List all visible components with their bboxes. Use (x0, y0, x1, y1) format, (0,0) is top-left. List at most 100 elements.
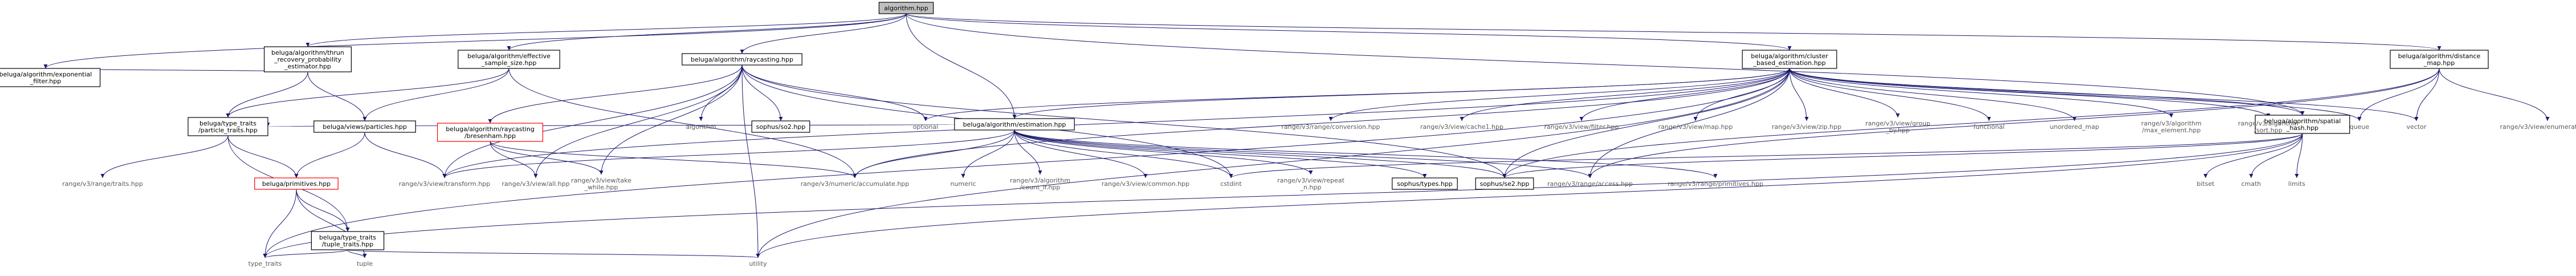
node-sophus-se2[interactable]: sophus/se2.hpp (1475, 177, 1534, 190)
edge-estimation-to-numeric-accumulate (853, 129, 1015, 178)
node-label: range/v3/view/map.hpp (1658, 123, 1733, 131)
node-view-all[interactable]: range/v3/view/all.hpp (502, 180, 569, 188)
node-view-cache1[interactable]: range/v3/view/cache1.hpp (1420, 123, 1503, 131)
node-range-traits[interactable]: range/v3/range/traits.hpp (62, 180, 143, 188)
edge-raycasting-to-sophus-so2 (741, 64, 783, 121)
node-sophus-so2[interactable]: sophus/so2.hpp (751, 120, 810, 133)
node-unordered-map[interactable]: unordered_map (2050, 123, 2100, 131)
edge-thrun-to-views-particles (307, 71, 367, 121)
node-view-repeat-n[interactable]: range/v3/view/repeat_n.hpp (1277, 177, 1344, 191)
node-cstdint[interactable]: cstdint (1220, 180, 1242, 188)
node-limits[interactable]: limits (2288, 180, 2305, 188)
edge-cluster-to-numeric-accumulate (853, 68, 1790, 178)
node-cmath[interactable]: cmath (2241, 180, 2261, 188)
node-algorithm-hpp[interactable]: algorithm.hpp (878, 2, 934, 14)
node-label: /bresenham.hpp (464, 132, 516, 140)
node-label: unordered_map (2050, 123, 2100, 131)
node-numeric-accumulate[interactable]: range/v3/numeric/accumulate.hpp (801, 180, 909, 188)
node-view-group-by[interactable]: range/v3/view/group_by.hpp (1865, 120, 1930, 134)
node-range-conversion[interactable]: range/v3/range/conversion.hpp (1281, 123, 1380, 131)
edge-spatial-hash-to-type-traits-std (263, 133, 2303, 258)
node-label: _by.hpp (1885, 127, 1910, 134)
node-label: range/v3/algorithm (2238, 120, 2298, 127)
node-label: _recovery_probability (274, 56, 341, 63)
node-views-particles[interactable]: beluga/views/particles.hpp (313, 120, 416, 133)
node-tuple-traits[interactable]: beluga/type_traits/tuple_traits.hpp (311, 231, 385, 250)
node-bitset[interactable]: bitset (2196, 180, 2215, 188)
node-box (458, 50, 560, 69)
node-view-enumerate[interactable]: range/v3/view/enumerate.hpp (2500, 123, 2576, 131)
edge-tuple-traits-to-type-traits-std (263, 249, 348, 258)
node-label: functional (1974, 123, 2005, 131)
node-view-zip[interactable]: range/v3/view/zip.hpp (1772, 123, 1841, 131)
node-box (1392, 177, 1458, 190)
node-label: range/v3/view/group (1865, 120, 1930, 127)
node-label: cstdint (1220, 180, 1242, 188)
node-numeric[interactable]: numeric (950, 180, 976, 188)
node-label: /sort.hpp (2254, 127, 2282, 134)
edge-raycasting-to-optional (741, 64, 928, 121)
edge-estimation-to-algo-count-if (1014, 129, 1042, 175)
edge-type-traits-pt-to-range-traits (100, 135, 229, 178)
node-utility[interactable]: utility (749, 260, 767, 267)
edge-bresenham-to-view-all (490, 141, 538, 178)
node-queue[interactable]: queue (2350, 123, 2370, 131)
node-algo-max-element[interactable]: range/v3/algorithm/max_element.hpp (2141, 120, 2202, 134)
edge-bresenham-to-numeric-accumulate (490, 141, 857, 178)
node-sophus-types[interactable]: sophus/types.hpp (1392, 177, 1458, 190)
node-label: tuple (357, 260, 373, 267)
node-exp-filter[interactable]: beluga/algorithm/exponential_filter.hpp (0, 68, 101, 87)
node-tuple-std[interactable]: tuple (357, 260, 373, 267)
node-layer: algorithm.hpp beluga/algorithm/exponentia… (0, 2, 2576, 267)
node-thrun[interactable]: beluga/algorithm/thrun_recovery_probabil… (264, 46, 352, 72)
node-spatial-hash[interactable]: beluga/algorithm/spatial_hash.hpp (2255, 115, 2350, 134)
edge-estimation-to-range-primitives (1014, 129, 1718, 178)
node-label: /tuple_traits.hpp (322, 241, 373, 248)
node-effective[interactable]: beluga/algorithm/effective_sample_size.h… (458, 50, 560, 69)
node-view-transform[interactable]: range/v3/view/transform.hpp (399, 180, 490, 188)
edge-estimation-to-view-transform (442, 129, 1015, 178)
node-range-access[interactable]: range/v3/range/access.hpp (1547, 180, 1633, 188)
node-bresenham[interactable]: beluga/algorithm/raycasting/bresenham.hp… (437, 123, 543, 142)
node-label: beluga/algorithm/spatial (2264, 117, 2341, 125)
node-raycasting[interactable]: beluga/algorithm/raycasting.hpp (682, 53, 802, 66)
node-functional[interactable]: functional (1974, 123, 2005, 131)
edge-algorithm-hpp-to-estimation (906, 13, 1017, 119)
edge-distance-map-to-queue (2357, 68, 2440, 121)
node-type-traits-pt[interactable]: beluga/type_traits/particle_traits.hpp (188, 117, 268, 136)
node-distance-map[interactable]: beluga/algorithm/distance_map.hpp (2390, 50, 2489, 69)
edge-distance-map-to-vector (2414, 68, 2440, 121)
edge-cluster-to-utility (756, 68, 1790, 258)
node-box (311, 231, 385, 250)
node-optional[interactable]: optional (913, 123, 939, 131)
edge-algorithm-hpp-to-thrun (305, 13, 907, 47)
node-algo-sort[interactable]: range/v3/algorithm/sort.hpp (2238, 120, 2298, 134)
node-label: utility (749, 260, 767, 267)
edge-raycasting-to-algorithm-ext (699, 64, 743, 121)
node-label: beluga/type_traits (319, 234, 376, 241)
edge-layer (43, 13, 2550, 258)
node-label: range/v3/view/enumerate.hpp (2500, 123, 2576, 131)
node-algo-count-if[interactable]: range/v3/algorithm/count_if.hpp (1010, 177, 1070, 191)
node-box (188, 117, 268, 136)
edge-cluster-to-functional (1789, 68, 1991, 121)
node-view-map[interactable]: range/v3/view/map.hpp (1658, 123, 1733, 131)
node-label: /particle_traits.hpp (198, 127, 258, 134)
edge-views-particles-to-view-transform (364, 132, 447, 178)
node-label: /count_if.hpp (1020, 184, 1061, 191)
node-box (878, 2, 934, 14)
node-vector[interactable]: vector (2407, 123, 2427, 131)
node-algorithm-ext[interactable]: algorithm (686, 123, 716, 131)
node-range-primitives[interactable]: range/v3/range/primitives.hpp (1668, 180, 1763, 188)
node-primitives[interactable]: beluga/primitives.hpp (254, 177, 339, 190)
node-type-traits-std[interactable]: type_traits (248, 260, 282, 267)
node-label: range/v3/algorithm (2141, 120, 2202, 127)
node-label: numeric (950, 180, 976, 188)
node-view-filter[interactable]: range/v3/view/filter.hpp (1544, 123, 1619, 131)
node-cluster[interactable]: beluga/algorithm/cluster_based_estimatio… (1742, 50, 1837, 69)
node-estimation[interactable]: beluga/algorithm/estimation.hpp (954, 118, 1075, 131)
node-view-take-while[interactable]: range/v3/view/take_while.hpp (571, 177, 631, 191)
edge-raycasting-to-view-transform (442, 64, 743, 178)
node-view-common[interactable]: range/v3/view/common.hpp (1102, 180, 1189, 188)
edge-raycasting-to-view-all (533, 64, 743, 178)
